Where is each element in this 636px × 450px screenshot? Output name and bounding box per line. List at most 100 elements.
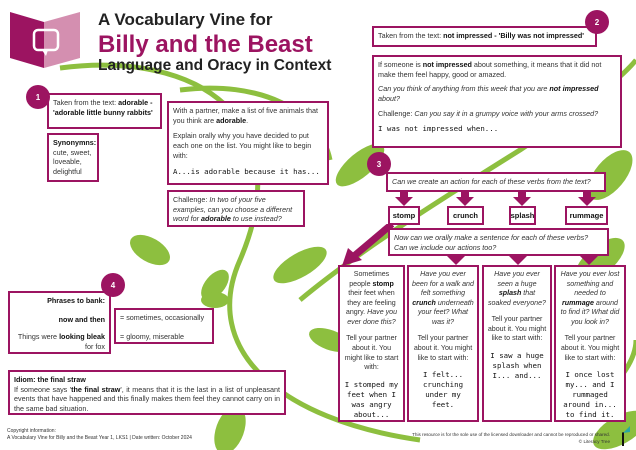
verb-rummage: rummage	[565, 206, 608, 225]
verb-action-question: Can we create an action for each of thes…	[386, 172, 606, 192]
crunch-card: Have you ever been for a walk and felt s…	[407, 265, 479, 422]
section-1-badge: 1	[26, 85, 50, 109]
arrow	[461, 192, 469, 198]
w: not impressed	[549, 84, 599, 94]
stomp-card: Sometimes people stomp their feet when t…	[338, 265, 405, 422]
rummage-card: Have you ever lost something and needed …	[554, 265, 626, 422]
section-2-source-box: Taken from the text: not impressed - 'Bi…	[372, 26, 597, 47]
brand-text: © Literacy Tree	[578, 439, 610, 445]
phrase: looking bleak	[59, 332, 105, 342]
arrow	[518, 192, 526, 198]
t: .	[246, 115, 249, 125]
tell-text: Tell your partner about it. You might li…	[487, 315, 547, 343]
page-subtitle: Language and Oracy in Context	[98, 57, 332, 74]
arrow-down-icon	[456, 197, 474, 206]
splash-card: Have you ever seen a huge splash that so…	[482, 265, 552, 422]
arrow-down-icon	[447, 256, 465, 265]
synonyms: cute, sweet, loveable, delightful	[53, 147, 92, 177]
challenge-box: Challenge: In two of your five examples,…	[167, 190, 305, 227]
w: crunch	[412, 298, 436, 307]
diagonal-arrow-icon	[342, 224, 395, 266]
t: ', it means that it is the last in a lis…	[14, 384, 280, 414]
meanings-box: = sometimes, occasionally = gloomy, mise…	[114, 308, 214, 344]
sentence-starter: A...is adorable because it has...	[173, 166, 320, 176]
verb-stomp: stomp	[388, 206, 420, 225]
l: Challenge:	[378, 108, 415, 118]
sentence-starter: I stomped my feet when I was angry about…	[344, 379, 399, 419]
t: to use instead?	[230, 214, 282, 224]
section-2-main-box: If someone is not impressed about someth…	[372, 55, 622, 148]
explain-text: Explain orally why you have decided to p…	[173, 131, 312, 160]
t: Have you ever done this?	[347, 308, 398, 326]
arrow-down-icon	[580, 256, 598, 265]
t: Have you ever been for a walk and felt s…	[412, 270, 474, 298]
licence-info: This resource is for the sole use of the…	[380, 431, 610, 446]
t: If someone says '	[14, 384, 72, 394]
verb-splash: splash	[509, 206, 536, 225]
t: Can you say it in a grumpy voice with yo…	[414, 108, 599, 118]
label: Taken from the text:	[53, 98, 119, 107]
w: adorable	[200, 214, 231, 224]
t: If someone is	[378, 60, 423, 69]
idiom-box: Idiom: the final straw If someone says '…	[8, 370, 286, 415]
sentence-starter: I felt... crunching under my feet.	[422, 370, 464, 410]
sentence-question: Now can we orally make a sentence for ea…	[388, 228, 609, 256]
copyright-text: A Vocabulary Vine for Billy and the Beas…	[7, 435, 192, 441]
arrow-down-icon	[513, 197, 531, 206]
copyright-info: Copyright information: A Vocabulary Vine…	[7, 428, 192, 442]
meaning: = gloomy, miserable	[120, 331, 184, 341]
arrow-down-icon	[509, 256, 527, 265]
t: Have you ever seen a huge	[494, 270, 540, 288]
word: adorable	[118, 98, 149, 107]
section-4-badge: 4	[101, 273, 125, 297]
arrow-down-icon	[395, 197, 413, 206]
w: splash	[498, 289, 522, 298]
meaning: = sometimes, occasionally	[120, 313, 205, 322]
t: for fox	[85, 342, 105, 352]
t: that soaked everyone?	[488, 289, 546, 307]
arrow-down-icon	[578, 197, 596, 206]
synonyms-label: Synonymns:	[53, 138, 97, 147]
l: Taken from the text:	[378, 31, 444, 40]
w: the final straw	[71, 384, 121, 394]
t: Things were	[17, 332, 60, 342]
sentence-starter: I saw a huge splash when I... and...	[490, 350, 544, 380]
partner-task-box: With a partner, make a list of five anim…	[167, 101, 329, 185]
t: about?	[378, 94, 400, 104]
tell-text: Tell your partner about it. You might li…	[560, 334, 620, 362]
book-logo	[10, 10, 82, 73]
t: their feet when they are feeling angry.	[345, 289, 396, 317]
phrase: now and then	[58, 314, 105, 324]
copyright-label: Copyright information:	[7, 428, 56, 434]
t: Sometimes people	[349, 270, 390, 288]
w: rummage	[562, 298, 594, 307]
quote: - 'adorable little bunny rabbits'	[53, 98, 153, 117]
phrases-label: Phrases to bank:	[47, 296, 105, 305]
phrases-box: Phrases to bank: now and then Things wer…	[8, 291, 111, 354]
section-1-source-box: Taken from the text: adorable - 'adorabl…	[47, 93, 162, 129]
t: underneath your feet? What was it?	[417, 298, 474, 326]
t: around to find it? What did you look in?	[560, 298, 620, 326]
tell-text: Tell your partner about it. You might li…	[344, 334, 399, 372]
tell-text: Tell your partner about it. You might li…	[413, 334, 473, 362]
synonyms-box: Synonymns:cute, sweet, loveable, delight…	[47, 133, 99, 182]
arrow	[400, 192, 408, 198]
licence-text: This resource is for the sole use of the…	[412, 432, 610, 437]
page-title: Billy and the Beast	[98, 31, 313, 58]
t: With a partner, make a list of five anim…	[173, 106, 319, 125]
header-line1: A Vocabulary Vine for	[98, 10, 273, 29]
sentence-starter: I once lost my... and I rummaged around …	[563, 370, 617, 419]
t: In two of your five examples, can you ch…	[173, 195, 293, 224]
section-2-badge: 2	[585, 10, 609, 34]
t: about something, it means that it did no…	[378, 60, 602, 79]
p: not impressed	[443, 31, 493, 40]
arrow	[583, 192, 591, 198]
t: Have you ever lost something and needed …	[560, 270, 620, 298]
w: adorable	[216, 115, 247, 125]
w: stomp	[372, 279, 394, 288]
w: not impressed	[422, 60, 472, 69]
l: Challenge:	[173, 195, 210, 204]
sentence-starter: I was not impressed when...	[378, 123, 499, 133]
verb-crunch: crunch	[447, 206, 484, 225]
section-3-badge: 3	[367, 152, 391, 176]
